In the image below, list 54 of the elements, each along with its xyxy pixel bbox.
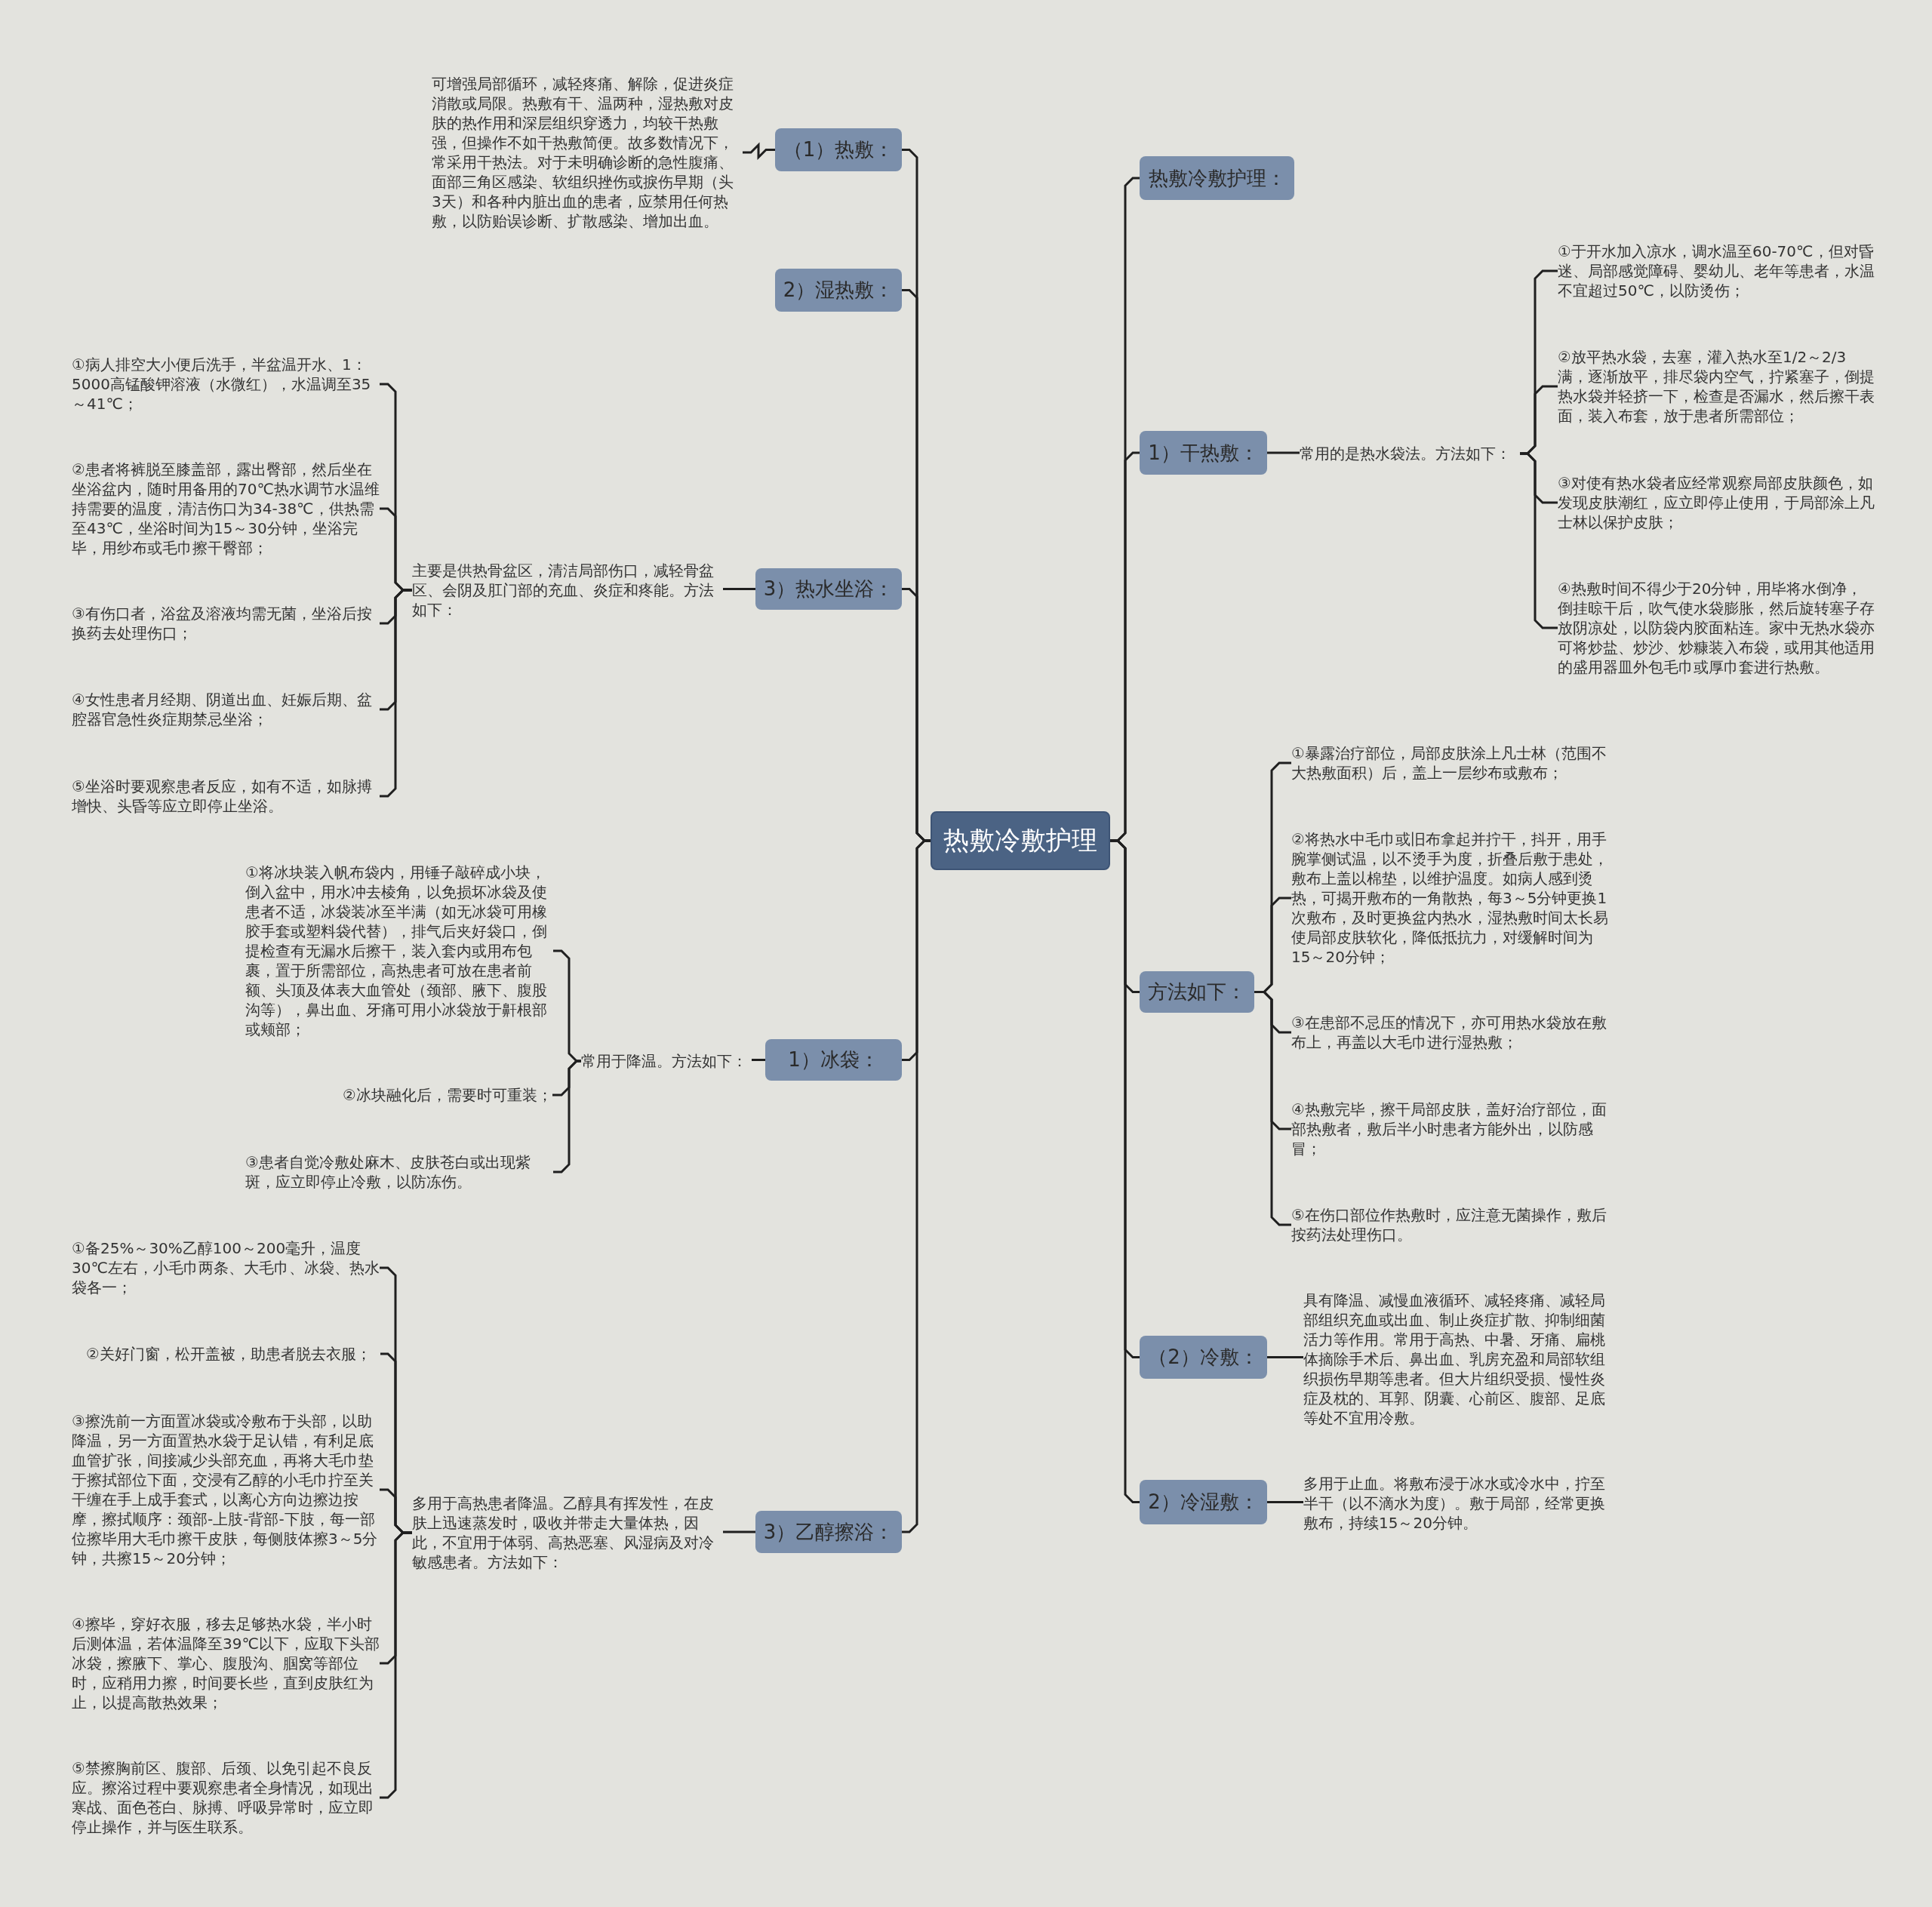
connector-line (1267, 1501, 1303, 1503)
note-text: ③对使有热水袋者应经常观察局部皮肤颜色，如发现皮肤潮红，应立即停止使用，于局部涂上凡士林以保护皮肤； (1558, 473, 1876, 532)
note-text: 常用于降温。方法如下： (581, 1051, 752, 1071)
note-text: ③在患部不忌压的情况下，亦可用热水袋放在敷布上，再盖以大毛巾进行湿热敷； (1291, 1013, 1608, 1052)
note-text: ⑤在伤口部位作热敷时，应注意无菌操作，敷后按药法处理伤口。 (1291, 1205, 1608, 1244)
connector-line (1254, 991, 1291, 1226)
note-text: ②患者将裤脱至膝盖部，露出臀部，然后坐在坐浴盆内，随时用备用的70℃热水调节水温维持需要的温度，清洁伤口为34-38℃，供热需至43℃，坐浴时间为15～30分钟，坐浴完毕，用纱布或毛巾擦干臀部； (72, 460, 380, 558)
note-text: ①将冰块装入帆布袋内，用锤子敲碎成小块，倒入盆中，用水冲去棱角，以免损坏冰袋及使患者不适，冰袋装冰至半满（如无冰袋可用橡胶手套或塑料袋代替），排气后夹好袋口，倒提检查有无漏水后擦干，装入套内或用布包裹，置于所需部位，高热患者可放在患者前额、头顶及体表大血管处（颈部、腋下、腹股沟等），鼻出血、牙痛可用小冰袋放于鼾根部或颊部； (245, 863, 553, 1039)
note-text: 多用于止血。将敷布浸于冰水或冷水中，拧至半干（以不滴水为度）。敷于局部，经常更换敷布，持续15～20分钟。 (1303, 1474, 1614, 1533)
topic-box: 方法如下： (1140, 971, 1254, 1013)
note-text: ①备25%～30%乙醇100～200毫升，温度30℃左右，小毛巾两条、大毛巾、冰袋、热水袋各一； (72, 1238, 380, 1297)
note-text: ③擦洗前一方面置冰袋或冷敷布于头部，以助降温，另一方面置热水袋于足认错，有利足底血管扩张，间接减少头部充血，再将大毛巾垫于擦拭部位下面，交浸有乙醇的小毛巾拧至关干缠在手上成手套式，以离心方向边擦边按摩，擦拭顺序：颈部-上肢-背部-下肢，每一部位擦毕用大毛巾擦干皮肤，每侧肢体擦3～5分钟，共擦15～20分钟； (72, 1411, 380, 1568)
central-topic-box: 热敷冷敷护理 (931, 811, 1110, 870)
note-text: ④擦毕，穿好衣服，移去足够热水袋，半小时后测体温，若体温降至39℃以下，应取下头部冰袋，擦腋下、掌心、腹股沟、腘窝等部位时，应稍用力擦，时间要长些，直到皮肤红为止，以提高散热效果； (72, 1614, 380, 1712)
topic-box: 3）热水坐浴： (755, 568, 902, 610)
note-text: ②将热水中毛巾或旧布拿起并拧干，抖开，用手腕掌侧试温，以不烫手为度，折叠后敷于患处，敷布上盖以棉垫，以维护温度。如病人感到烫热，可揭开敷布的一角散热，每3～5分钟更换1次敷布，及时更换盆内热水，湿热敷时间太长易使局部皮肤软化，降低抵抗力，对缓解时间为15～20分钟； (1291, 829, 1608, 967)
note-text: 可增强局部循环，减轻疼痛、解除，促进炎症消散或局限。热敷有干、温两种，湿热敷对皮肤的热作用和深层组织穿透力，均较干热敷强，但操作不如干热敷简便。故多数情况下，常采用干热法。对于未明确诊断的急性腹痛、面部三角区感染、软组织挫伤或捩伤早期（头3天）和各种内脏出血的患者，应禁用任何热敷，以防贻误诊断、扩散感染、增加出血。 (432, 74, 743, 231)
connector-line (723, 1530, 755, 1533)
note-text: ④热敷完毕，擦干局部皮肤，盖好治疗部位，面部热敷者，敷后半小时患者方能外出，以防感冒； (1291, 1100, 1608, 1158)
connector-line (380, 1531, 412, 1799)
note-text: 常用的是热水袋法。方法如下： (1300, 444, 1520, 463)
note-text: ③患者自觉冷敷处麻木、皮肤苍白或出现紫斑，应立即停止冷敷，以防冻伤。 (245, 1152, 553, 1192)
topic-box: 2）湿热敷： (775, 269, 902, 312)
connector-line (1267, 1356, 1303, 1358)
note-text: ①病人排空大小便后洗手，半盆温开水、1：5000高锰酸钾溶液（水微红），水温调至35～41℃； (72, 355, 380, 414)
connector-line (380, 589, 412, 798)
connector-line (902, 839, 931, 1533)
note-text: ⑤坐浴时要观察患者反应，如有不适，如脉搏增快、头昏等应立即停止坐浴。 (72, 777, 380, 816)
topic-box: 3）乙醇擦浴： (755, 1511, 902, 1553)
topic-box: 1）干热敷： (1140, 431, 1267, 475)
note-text: ④女性患者月经期、阴道出血、妊娠后期、盆腔器官急性炎症期禁忌坐浴； (72, 690, 380, 729)
topic-box: 1）冰袋： (765, 1039, 902, 1081)
connector-line (1520, 452, 1558, 629)
connector-line (1110, 839, 1140, 1503)
connector-line (743, 142, 775, 161)
topic-box: （2）冷敷： (1140, 1336, 1267, 1379)
connector-line (553, 1060, 581, 1173)
note-text: ④热敷时间不得少于20分钟，用毕将水倒净，倒挂晾干后，吹气使水袋膨胀，然后旋转塞子存放阴凉处，以防袋内胶面粘连。家中无热水袋亦可将炒盐、炒沙、炒糠装入布袋，或用其他适用的盛用器皿外包毛巾或厚巾套进行热敷。 (1558, 579, 1876, 677)
connector-line (723, 588, 755, 590)
note-text: ②放平热水袋，去塞，灌入热水至1/2～2/3满，逐渐放平，排尽袋内空气，拧紧塞子，倒提热水袋并轻挤一下，检查是否漏水，然后擦干表面，装入布套，放于患者所需部位； (1558, 347, 1876, 426)
note-text: ⑤禁擦胸前区、腹部、后颈、以免引起不良反应。擦浴过程中要观察患者全身情况，如现出寒战、面色苍白、脉搏、呼吸异常时，应立即停止操作，并与医生联系。 (72, 1758, 380, 1837)
note-text: 多用于高热患者降温。乙醇具有挥发性，在皮肤上迅速蒸发时，吸收并带走大量体热，因此，不宜用于体弱、高热恶塞、风湿病及对冷敏感患者。方法如下： (412, 1493, 723, 1572)
note-text: ②冰块融化后，需要时可重装； (332, 1085, 552, 1105)
connector-line (752, 1059, 765, 1061)
connector-line (1267, 451, 1300, 454)
note-text: ①暴露治疗部位，局部皮肤涂上凡士林（范围不大热敷面积）后，盖上一层纱布或敷布； (1291, 743, 1608, 783)
note-text: 具有降温、减慢血液循环、减轻疼痛、减轻局部组织充血或出血、制止炎症扩散、抑制细菌活力等作用。常用于高热、中暑、牙痛、扁桃体摘除手术后、鼻出血、乳房充盈和局部软组织损伤早期等患者。但大片组织受损、慢性炎症及枕的、耳郭、阴囊、心前区、腹部、足底等处不宜用冷敷。 (1303, 1290, 1614, 1428)
note-text: ②关好门窗，松开盖被，助患者脱去衣服； (86, 1344, 380, 1364)
topic-box: 2）冷湿敷： (1140, 1480, 1267, 1524)
note-text: 主要是供热骨盆区，清洁局部伤口，减轻骨盆区、会阴及肛门部的充血、炎症和疼能。方法如下： (412, 561, 723, 620)
topic-box: 热敷冷敷护理： (1140, 156, 1294, 200)
note-text: ③有伤口者，浴盆及溶液均需无菌，坐浴后按换药去处理伤口； (72, 604, 380, 643)
topic-box: （1）热敷： (775, 128, 902, 171)
note-text: ①于开水加入凉水，调水温至60-70℃，但对昏迷、局部感觉障碍、婴幼儿、老年等患者，水温不宜超过50℃，以防烫伤； (1558, 241, 1876, 300)
